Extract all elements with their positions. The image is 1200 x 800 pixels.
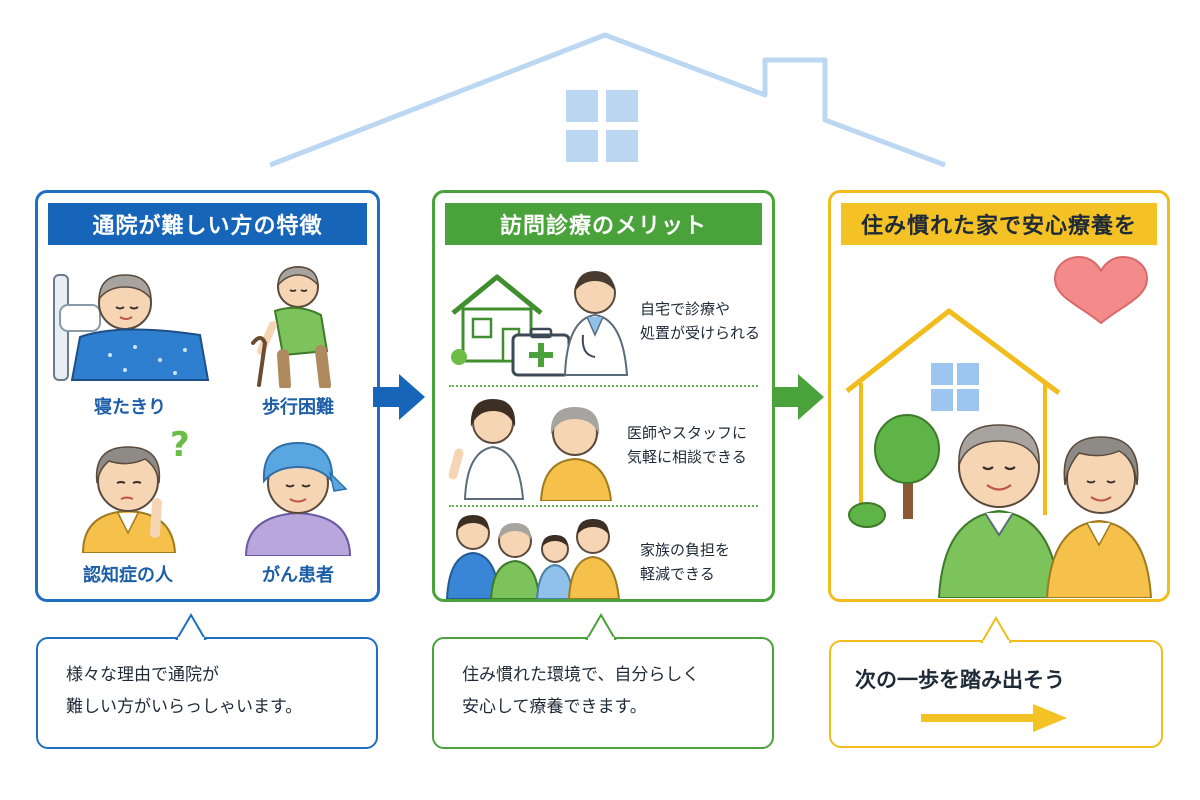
- merits-speech-bubble: 住み慣れた環境で、自分らしく 安心して療養できます。: [432, 637, 774, 749]
- roof-window-icon: [566, 90, 638, 162]
- next-step-call-to-action[interactable]: 次の一歩を踏み出そう: [829, 640, 1163, 748]
- family-group-icon: [445, 515, 621, 599]
- difficult-bubble-text: 様々な理由で通院が 難しい方がいらっしゃいます。: [66, 665, 303, 717]
- bubble-tail: [585, 613, 617, 641]
- elderly-walking-cane-icon: [251, 266, 331, 388]
- cancer-patient-headscarf-icon: [244, 441, 352, 556]
- difficult-item-walking: 歩行困難: [262, 397, 334, 418]
- difficult-item-dementia: 認知症の人: [83, 565, 173, 586]
- home-doctor-medical-kit-icon: [451, 271, 629, 377]
- next-step-text: 次の一歩を踏み出そう: [855, 668, 1065, 692]
- bedridden-person-icon: [53, 274, 210, 381]
- arrow-right-icon: [373, 374, 425, 420]
- person-with-dementia-icon: [81, 446, 177, 553]
- question-mark-icon: ?: [170, 425, 190, 465]
- heart-icon: [1053, 255, 1149, 325]
- merit-divider-1: [449, 385, 758, 387]
- merit-item-2: 医師やスタッフに 気軽に相談できる: [627, 424, 748, 466]
- merit-item-1: 自宅で診療や 処置が受けられる: [640, 300, 761, 342]
- home-panel: 住み慣れた家で安心療養を: [828, 190, 1170, 602]
- difficult-item-cancer: がん患者: [262, 565, 334, 586]
- doctor-talking-to-elderly-icon: [448, 399, 613, 501]
- merit-divider-2: [449, 505, 758, 507]
- merit-item-3: 家族の負担を 軽減できる: [640, 541, 731, 583]
- merits-panel: 訪問診療のメリット 自宅で診療や 処置が受けられる 医師やスタッフに 気軽に相談…: [432, 190, 775, 602]
- difficult-panel-title: 通院が難しい方の特徴: [48, 203, 367, 245]
- difficult-panel: 通院が難しい方の特徴 寝たきり 歩行困難 ? 認知症の人: [35, 190, 380, 602]
- elderly-couple-at-home-icon: [845, 255, 1153, 598]
- difficult-speech-bubble: 様々な理由で通院が 難しい方がいらっしゃいます。: [36, 637, 378, 749]
- background-roof-outline: [269, 32, 946, 168]
- merits-panel-title: 訪問診療のメリット: [445, 203, 762, 245]
- bubble-tail: [980, 616, 1012, 644]
- bubble-tail: [175, 613, 207, 641]
- difficult-item-bedridden: 寝たきり: [94, 397, 166, 418]
- home-panel-title: 住み慣れた家で安心療養を: [841, 203, 1157, 245]
- arrow-right-icon: [772, 374, 824, 420]
- arrow-right-icon: [921, 704, 1067, 732]
- merits-bubble-text: 住み慣れた環境で、自分らしく 安心して療養できます。: [462, 665, 700, 717]
